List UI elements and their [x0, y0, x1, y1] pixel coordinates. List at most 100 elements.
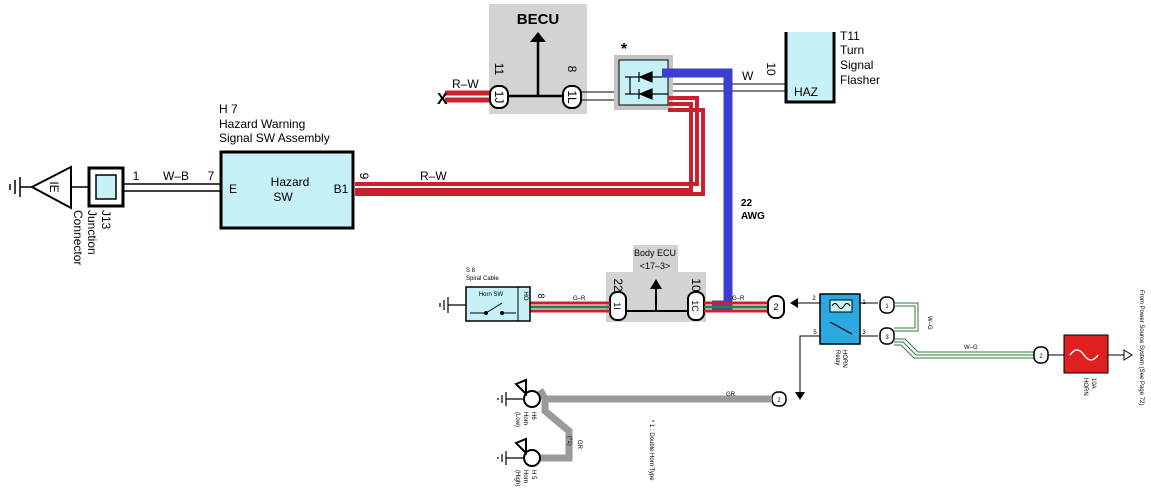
flasher-pin-label: 10 [764, 62, 778, 76]
relay-wire-label: G–R [732, 296, 745, 302]
gr-wire-spiral [530, 301, 610, 313]
connector-1j-label: 1J [492, 91, 506, 104]
fuse-connector-label: 2 [1039, 354, 1043, 360]
gray-wire-label: GR [726, 392, 736, 398]
connector-1c-label: 1C [690, 300, 700, 312]
wg-label-1: W–G [926, 316, 932, 330]
hazard-term-e: E [229, 182, 237, 196]
awg-gauge: 22 [741, 198, 753, 209]
connector-2-relay [767, 295, 785, 319]
spiral-cable [465, 286, 531, 322]
fuse-icon [1069, 349, 1099, 361]
rw-wire-becu [445, 90, 492, 103]
ground-ie-label: IE [47, 181, 61, 192]
junction-ref: J13 [99, 210, 113, 230]
hazard-pin9: 9 [357, 173, 371, 180]
relay-conn1 [879, 296, 895, 314]
hazard-label1: Hazard [271, 175, 310, 189]
junction-line1: Junction [85, 210, 99, 255]
hazard-wire-label: R–W [420, 169, 447, 183]
horn-low-icon [514, 378, 527, 397]
relay-pin5: 5 [813, 330, 817, 336]
connector-1j [489, 85, 509, 109]
spiral-pin: 8 [536, 293, 546, 298]
ground-point-ie [29, 165, 72, 210]
junction-wire-label: W–B [163, 169, 189, 183]
diode-asterisk: * [621, 41, 628, 58]
hazard-title1: Hazard Warning [219, 117, 305, 131]
horn-low-variant: (Low) [514, 412, 520, 427]
spiral-ground-icon [439, 297, 466, 313]
diode-icon [625, 71, 668, 100]
wg-label-2: W–G [964, 345, 978, 351]
horn-switch-icon [470, 302, 516, 315]
relay-type: Relay [834, 350, 840, 365]
becu-title: BECU [517, 11, 560, 28]
horn-high-ground-icon [497, 451, 524, 465]
flasher-terminal: HAZ [794, 85, 818, 99]
wg-wire-fuse [894, 338, 1034, 359]
ground-icon [9, 177, 32, 197]
flasher-ref: T11 [840, 29, 860, 43]
gray-horn-wire [536, 388, 772, 462]
horn-low-ref: H6 [530, 412, 536, 420]
pin-10-label: 10 [689, 278, 703, 292]
relay-conn1-label: 1 [885, 304, 889, 310]
footnote: * 1 : Double Horn Type [648, 420, 654, 481]
horn-low-name: Horn [522, 412, 528, 425]
rw-wire-hazard [355, 96, 705, 196]
spiral-title: Spiral Cable [466, 276, 499, 282]
gr-wire-relay [704, 301, 768, 313]
wg-wire-loop [894, 302, 919, 332]
pin-11-label: 11 [492, 63, 506, 76]
becu-wire-label: R–W [452, 77, 479, 91]
flasher-wire-label: W [742, 69, 754, 83]
awg-unit: AWG [741, 211, 765, 222]
diode-box [618, 59, 669, 106]
relay-coil-icon [831, 303, 851, 309]
relay-contact-icon [829, 321, 853, 335]
flasher-line3: Flasher [840, 73, 880, 87]
blue-awg-wire [662, 68, 733, 310]
relay-pin3: 3 [862, 330, 866, 336]
horn-low-ground-icon [497, 392, 524, 406]
horn-high-name: Horn [522, 470, 528, 483]
hazard-label2: SW [273, 190, 293, 204]
source-note: From Power Source System (See Page 72) [1138, 290, 1144, 405]
fuse-amp: 10A [1090, 378, 1096, 389]
body-ecu-ground-icon [622, 285, 692, 312]
connector-1i-label: 1I [612, 302, 622, 310]
fuse-name: HORN [1082, 378, 1088, 396]
connector-1l-label: 1L [565, 90, 579, 104]
horn-gray-connector-label: 2 [777, 398, 781, 404]
spiral-ref: S 8 [466, 268, 476, 274]
horn-high-ref: H 5 [530, 470, 536, 480]
x-mark: X [437, 91, 448, 108]
becu-arrow-icon [530, 32, 546, 42]
relay-conn3 [879, 327, 895, 345]
junction-line2: Connector [71, 210, 85, 265]
relay-conn3-label: 3 [885, 335, 889, 341]
hazard-switch-box [219, 150, 355, 230]
hazard-title2: Signal SW Assembly [219, 131, 330, 145]
junction-pin: 1 [133, 169, 140, 183]
connector-1l [562, 85, 582, 109]
body-ecu-sub: <17–3> [640, 261, 671, 271]
body-ecu-title: Body ECU [634, 248, 676, 258]
relay-name: HORN [841, 350, 847, 368]
connector-2-label: 2 [773, 302, 778, 312]
flasher-line2: Signal [840, 58, 873, 72]
spiral-ho: HO [522, 292, 528, 301]
horn-high-icon [514, 437, 527, 456]
hazard-term-b1: B1 [334, 182, 349, 196]
pin-22-label: 22 [611, 278, 625, 292]
horn-sw-label: Horn SW [479, 292, 504, 298]
gray-wire-label-2: GR [576, 440, 582, 450]
hazard-pin7: 7 [208, 169, 215, 183]
hazard-ref: H 7 [219, 102, 238, 116]
flasher-line1: Turn [840, 43, 864, 57]
double-horn-mark: (*1) [566, 436, 572, 446]
turn-signal-flasher [784, 28, 836, 104]
